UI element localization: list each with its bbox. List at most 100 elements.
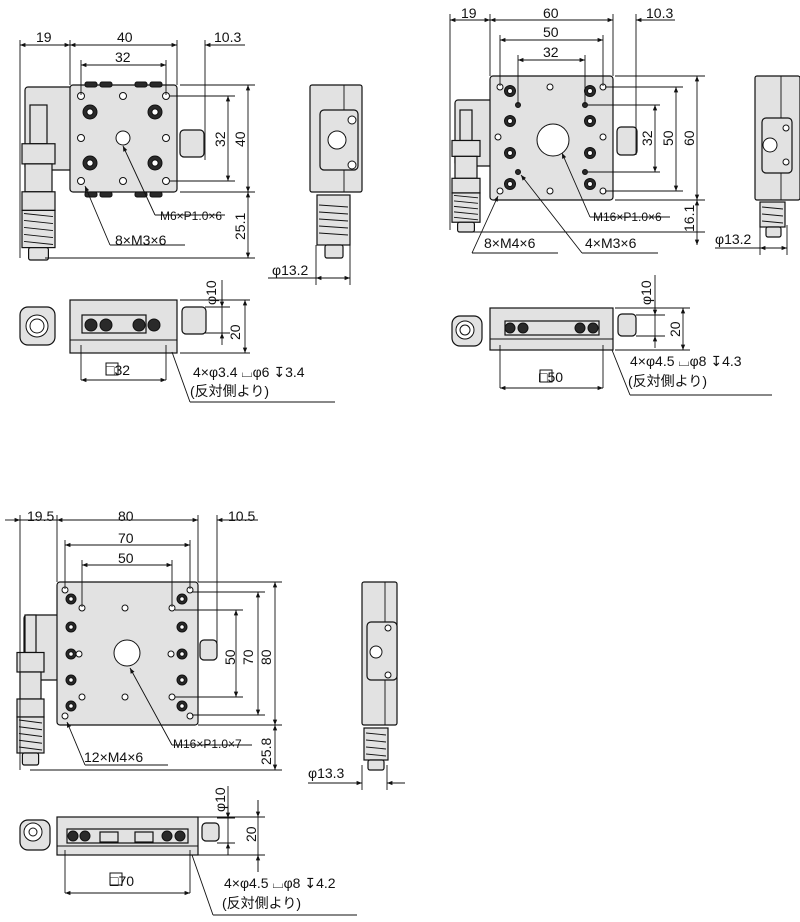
micrometer-scale — [19, 671, 42, 700]
mount-hole-icon — [119, 177, 127, 185]
dim-v-micrometer: 25.8 — [258, 738, 274, 765]
micrometer-end-core-icon — [29, 318, 45, 334]
micrometer-end-core-icon — [459, 324, 471, 336]
small-thread-hole-icon — [582, 169, 588, 175]
dim-left: 19.5 — [27, 508, 54, 524]
knurl-line — [453, 205, 479, 210]
dim-v-pitch: 70 — [240, 649, 256, 665]
mount-hole-icon — [162, 134, 170, 142]
knurl-line — [453, 200, 479, 204]
dim-v-micrometer: 16.1 — [681, 205, 697, 232]
mount-hole-icon — [546, 187, 554, 195]
knurl-line — [318, 218, 349, 222]
screw-socket-icon — [179, 624, 185, 630]
dim-v-pitch: 50 — [660, 130, 676, 146]
screw-socket-icon — [507, 118, 513, 124]
bearing-end — [84, 191, 98, 198]
dim-v-height: 80 — [258, 649, 274, 665]
dim-v-height: 60 — [681, 130, 697, 146]
screw-socket-icon — [151, 159, 159, 167]
dim-v-height: 40 — [232, 131, 248, 147]
knurl-line — [365, 746, 387, 750]
leader-arrow — [520, 174, 583, 254]
mount-hole-icon — [121, 693, 129, 701]
dim-v-pitch-inner: 50 — [222, 649, 238, 665]
callout-holes-2: 4×M3×6 — [585, 235, 637, 251]
micrometer-spindle — [24, 614, 37, 654]
mount-hole-icon — [119, 92, 127, 100]
dim-left: 19 — [461, 5, 477, 21]
mount-hole-icon — [186, 712, 194, 720]
drawing-80: 19.5 80 10.5 70 50 50 70 80 25.8 M16×P1.… — [27, 508, 345, 911]
clamp-screw-icon — [762, 137, 778, 153]
micrometer-head-end — [617, 313, 637, 337]
micrometer-head-side — [199, 639, 218, 661]
phillips-screw-icon — [384, 671, 392, 679]
bearing-row — [81, 314, 147, 334]
callout-center-thread: M16×P1.0×7 — [173, 737, 242, 751]
screw-socket-icon — [507, 181, 513, 187]
mount-hole-icon — [599, 133, 607, 141]
ball-bearing-icon — [161, 830, 173, 842]
knurl-line — [23, 213, 54, 218]
dim-height: 20 — [243, 826, 259, 842]
square-symbol — [539, 369, 553, 383]
micrometer-sleeve-clamp — [451, 139, 481, 157]
dim-hole-pitch: 32 — [543, 44, 559, 60]
dim-width: 80 — [118, 508, 134, 524]
mount-hole-icon — [77, 134, 85, 142]
dim-width: 60 — [543, 5, 559, 21]
dim-knob: φ13.2 — [715, 231, 752, 247]
dim-right: 10.3 — [646, 5, 673, 21]
micrometer-head-end — [201, 822, 220, 842]
knurl-line — [18, 739, 43, 744]
dim-knob: φ13.3 — [308, 765, 345, 781]
phillips-screw-icon — [782, 158, 790, 166]
leader-arrow — [561, 152, 591, 218]
ball-bearing-icon — [574, 322, 586, 334]
side-ratchet — [765, 226, 782, 238]
screw-socket-icon — [68, 651, 74, 657]
knurl-line — [453, 216, 479, 221]
micrometer-ratchet — [21, 752, 40, 766]
screw-socket-icon — [179, 703, 185, 709]
leader-arrow — [122, 145, 156, 216]
knurl-line — [761, 220, 784, 224]
center-thread-hole-icon — [115, 130, 131, 146]
screw-socket-icon — [507, 88, 513, 94]
callout-mount: 4×φ4.5 ⌴φ8 ↧4.3 — [630, 353, 742, 369]
callout-mount: 4×φ4.5 ⌴φ8 ↧4.2 — [224, 875, 336, 891]
micrometer-thimble — [451, 177, 481, 194]
micrometer-scale — [454, 155, 478, 179]
callout-center-thread: M6×P1.0×6 — [160, 209, 222, 223]
knurl-line — [23, 233, 54, 238]
knurl-line — [453, 194, 479, 199]
extension-line — [171, 351, 191, 403]
mount-hole-icon — [121, 604, 129, 612]
screw-socket-icon — [587, 150, 593, 156]
mount-hole-icon — [168, 693, 176, 701]
knurl-line — [453, 211, 479, 215]
knurl-line — [18, 719, 43, 724]
ball-bearing-icon — [147, 318, 161, 332]
clamp-screw-icon — [327, 130, 347, 150]
micrometer-spindle — [29, 104, 48, 145]
knurl-line — [18, 726, 43, 731]
bearing-end — [84, 81, 98, 88]
knurl-line — [18, 733, 43, 737]
ball-bearing-icon — [84, 318, 98, 332]
screw-socket-icon — [68, 703, 74, 709]
micrometer-thimble — [16, 698, 45, 718]
ball-bearing-icon — [504, 322, 516, 334]
micrometer-spindle — [459, 109, 473, 142]
callout-holes: 12×M4×6 — [84, 749, 143, 765]
dim-square: □32 — [106, 362, 130, 378]
screw-socket-icon — [507, 150, 513, 156]
bearing-end — [149, 191, 163, 198]
bearing-end — [134, 191, 148, 198]
mount-hole-icon — [546, 83, 554, 91]
clamp-screw-icon — [369, 645, 383, 659]
center-thread-hole-icon — [536, 123, 570, 157]
bearing-end — [149, 81, 163, 88]
